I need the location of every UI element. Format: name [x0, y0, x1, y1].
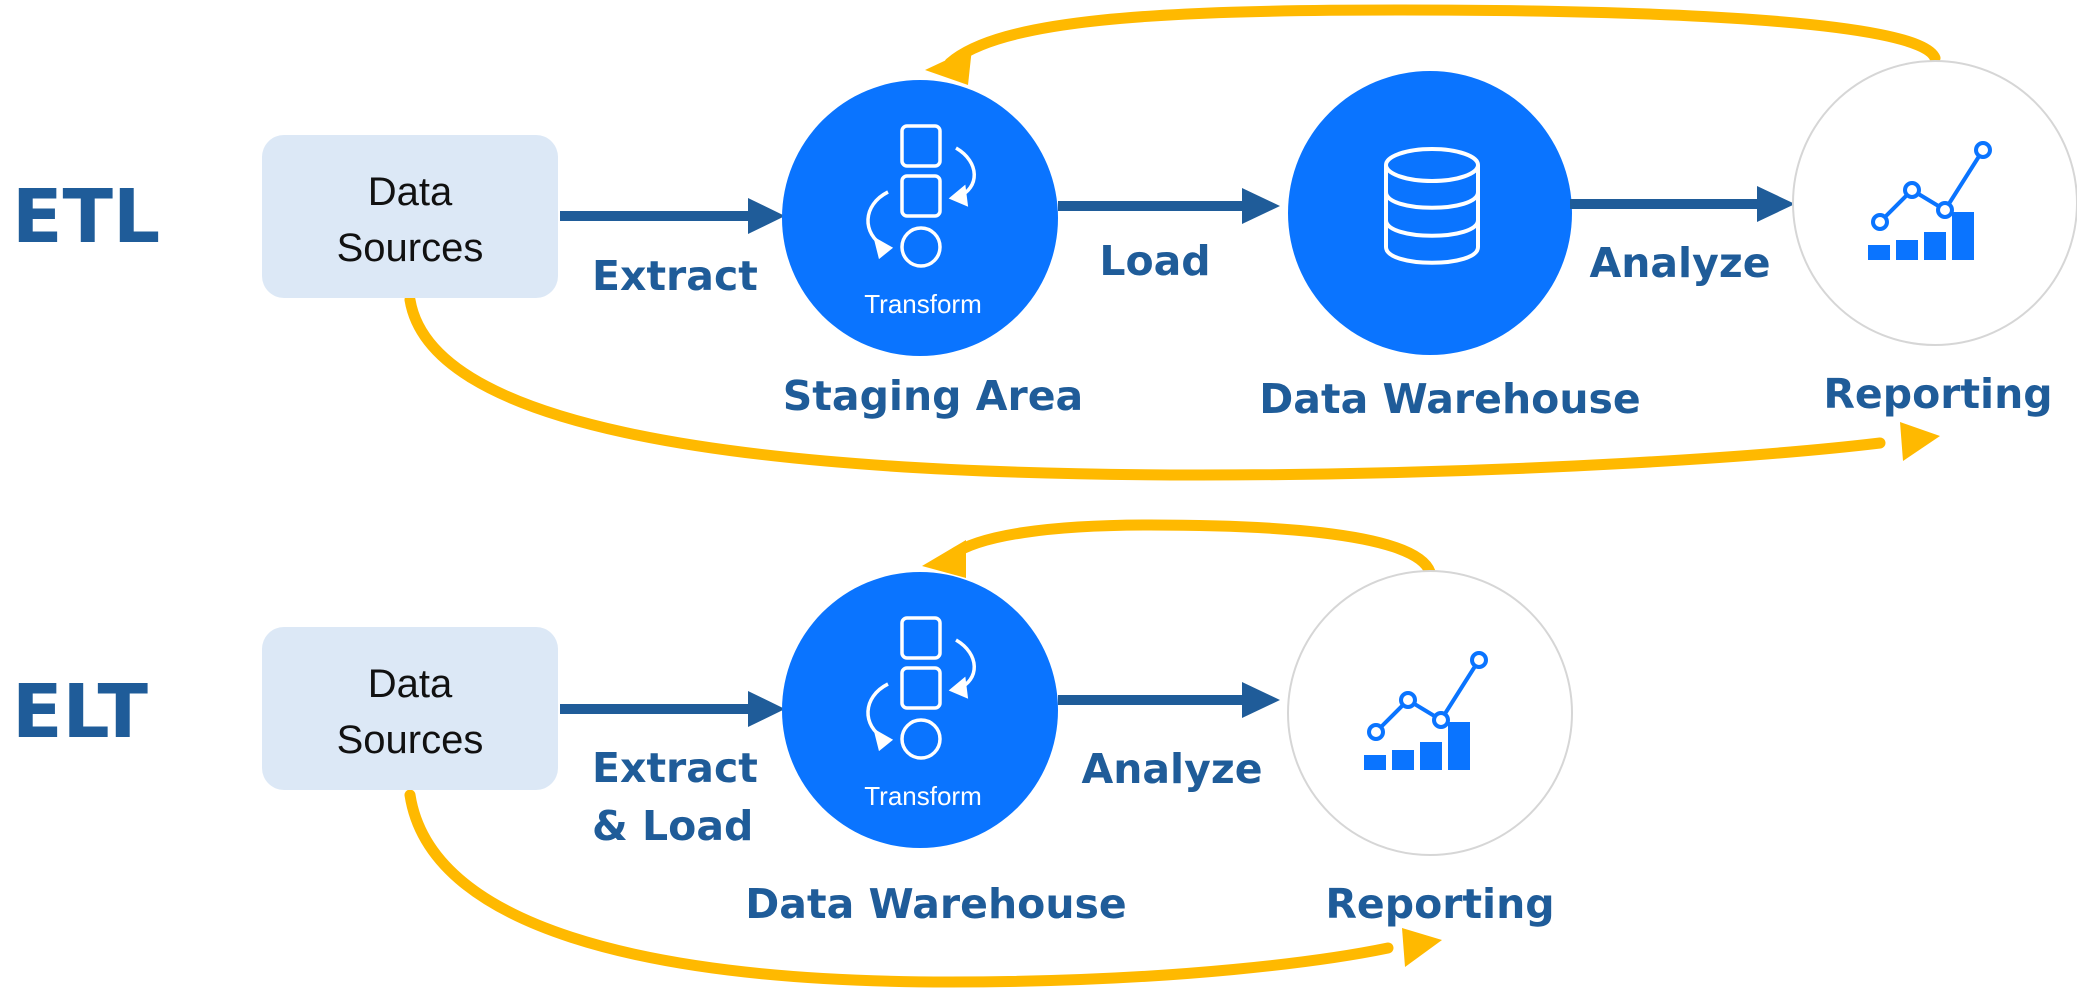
elt-source-line1: Data	[368, 662, 453, 706]
etl-feedback-bottom-arrowhead	[1900, 422, 1940, 461]
elt-feedback-bottom-arrowhead	[1402, 928, 1442, 967]
elt-source-line2: Sources	[337, 718, 484, 762]
etl-warehouse-label: Data Warehouse	[1259, 375, 1640, 423]
elt-extract-load-line2: & Load	[592, 802, 753, 850]
etl-feedback-top-arrowhead	[925, 48, 972, 85]
etl-row-label: ETL	[12, 174, 160, 260]
elt-extract-load-arrowhead	[748, 691, 785, 727]
etl-data-sources-box: Data Sources	[262, 135, 558, 298]
etl-row: ETL Data Sources Extract	[12, 4, 2077, 481]
etl-load-label: Load	[1099, 237, 1210, 285]
elt-row-label: ELT	[12, 669, 148, 755]
etl-source-line1: Data	[368, 170, 453, 214]
etl-extract-arrowhead	[748, 198, 785, 234]
etl-source-line2: Sources	[337, 226, 484, 270]
elt-analyze-label: Analyze	[1081, 745, 1262, 793]
etl-extract-label: Extract	[592, 252, 758, 300]
etl-transform-node: Transform	[782, 80, 1058, 356]
etl-load-arrowhead	[1242, 188, 1280, 224]
elt-reporting-node	[1287, 570, 1573, 856]
etl-feedback-bottom-curve	[404, 294, 1886, 481]
database-icon	[1384, 147, 1480, 265]
elt-extract-load-line1: Extract	[592, 744, 758, 792]
etl-reporting-node	[1792, 60, 2077, 346]
etl-analyze-arrowhead	[1757, 186, 1795, 222]
etl-analyze-label: Analyze	[1589, 239, 1770, 287]
elt-transform-caption: Transform	[864, 781, 982, 811]
elt-data-sources-box: Data Sources	[262, 627, 558, 790]
elt-row: ELT Data Sources Extract & Load	[12, 519, 1573, 988]
etl-transform-caption: Transform	[864, 289, 982, 319]
transform-icon	[866, 616, 976, 760]
elt-feedback-top-curve	[946, 519, 1436, 578]
chart-icon	[1868, 141, 1992, 260]
elt-feedback-bottom-curve	[404, 789, 1394, 988]
elt-analyze-arrowhead	[1242, 682, 1280, 718]
elt-transform-node: Transform	[782, 572, 1058, 848]
etl-feedback-top-curve	[944, 4, 1941, 69]
etl-warehouse-node	[1288, 71, 1572, 355]
elt-reporting-label: Reporting	[1325, 880, 1554, 928]
etl-staging-label: Staging Area	[783, 372, 1083, 420]
etl-reporting-label: Reporting	[1823, 370, 2052, 418]
chart-icon	[1364, 651, 1488, 770]
elt-warehouse-label: Data Warehouse	[745, 880, 1126, 928]
transform-icon	[866, 124, 976, 268]
elt-feedback-top-arrowhead	[922, 540, 966, 578]
